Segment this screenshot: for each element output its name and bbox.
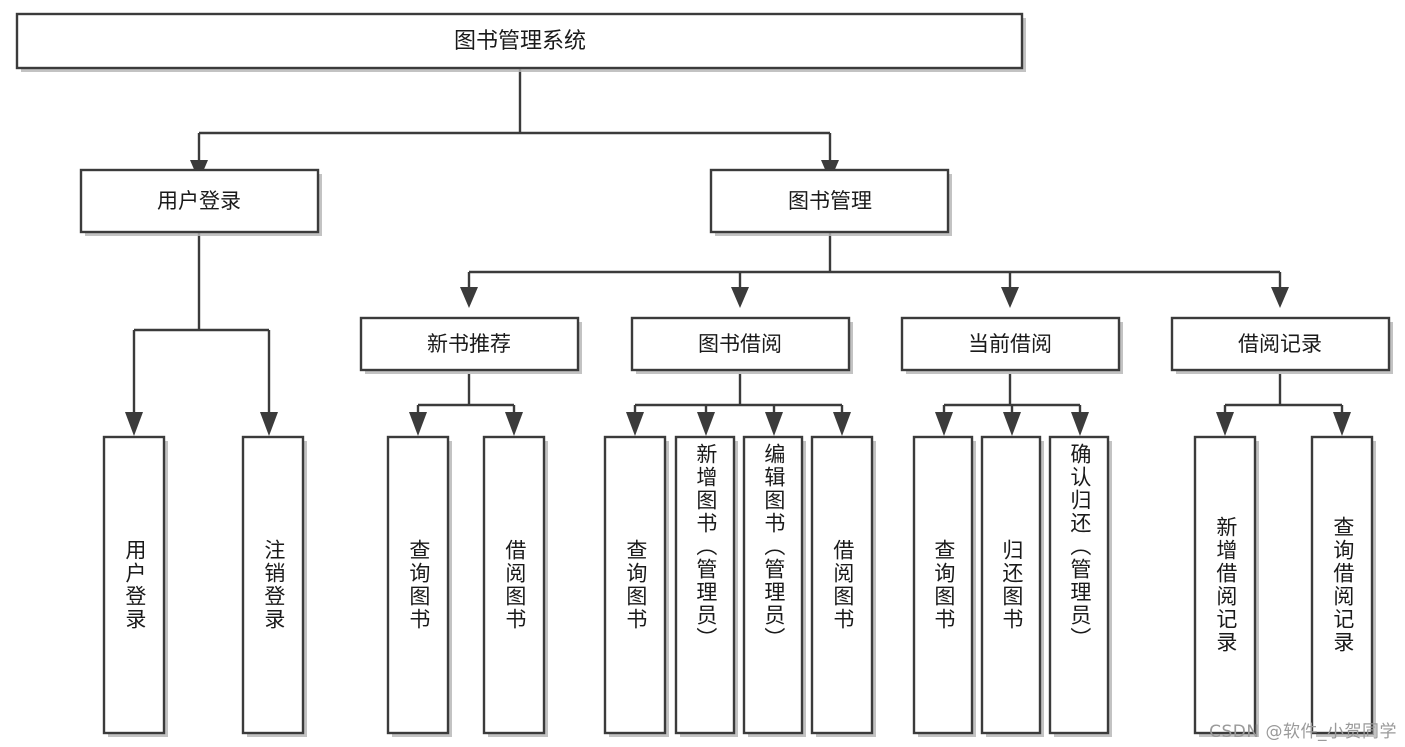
arrow-to-leaf-user-logout: [260, 412, 278, 436]
leaf-current-confirm-return-box: [1048, 435, 1110, 735]
node-root[interactable]: 图书管理系统: [15, 12, 1026, 72]
arrow-current-borrow-child-3: [1071, 412, 1089, 436]
arrow-borrow-record-child-1: [1216, 412, 1234, 436]
leaf-node-borrow-add-book[interactable]: [674, 435, 738, 737]
node-user-login[interactable]: 用户登录: [79, 168, 322, 236]
arrow-book-borrow-child-1: [626, 412, 644, 436]
leaf-borrow-borrow-book-box: [810, 435, 874, 735]
node-root-box: [15, 12, 1024, 70]
arrow-book-borrow-child-3: [765, 412, 783, 436]
node-current-borrow-box: [900, 316, 1121, 372]
leaf-recommend-query-book-box: [386, 435, 450, 735]
leaf-node-current-return-book[interactable]: [980, 435, 1044, 737]
node-current-borrow[interactable]: 当前借阅: [900, 316, 1123, 374]
leaf-user-logout-box: [241, 435, 305, 735]
arrow-book-borrow-child-4: [833, 412, 851, 436]
leaf-node-user-logout[interactable]: [241, 435, 307, 737]
leaf-current-return-book-box: [980, 435, 1042, 735]
leaf-user-login-box: [102, 435, 166, 735]
arrow-to-current-borrow: [1001, 287, 1019, 308]
arrowheads-layer: [125, 160, 1351, 436]
leaf-node-user-login[interactable]: [102, 435, 168, 737]
node-new-book-recommend[interactable]: 新书推荐: [359, 316, 582, 374]
node-borrow-record-box: [1170, 316, 1391, 372]
node-book-borrow[interactable]: 图书借阅: [630, 316, 853, 374]
node-user-login-label: 用户登录: [157, 189, 241, 213]
arrow-new-book-child-2: [505, 412, 523, 436]
arrow-to-new-book: [460, 287, 478, 308]
node-new-book-recommend-label: 新书推荐: [427, 332, 511, 356]
arrow-current-borrow-child-1: [935, 412, 953, 436]
node-book-manage-label: 图书管理: [788, 189, 872, 213]
leaf-record-query-box: [1310, 435, 1374, 735]
leaf-node-current-confirm-return[interactable]: [1048, 435, 1112, 737]
leaf-node-borrow-edit-book[interactable]: [742, 435, 806, 737]
arrow-to-leaf-user-login: [125, 412, 143, 436]
node-book-borrow-box: [630, 316, 851, 372]
leaf-node-borrow-borrow-book[interactable]: [810, 435, 876, 737]
node-user-login-box: [79, 168, 320, 234]
arrow-to-borrow-record: [1271, 287, 1289, 308]
leaf-node-current-query-book[interactable]: [912, 435, 976, 737]
csdn-watermark: CSDN @软件_小贺同学: [1209, 722, 1397, 742]
node-borrow-record[interactable]: 借阅记录: [1170, 316, 1393, 374]
node-new-book-recommend-box: [359, 316, 580, 372]
leaf-record-add-box: [1193, 435, 1257, 735]
leaf-borrow-edit-book-box: [742, 435, 804, 735]
leaf-node-borrow-query-book[interactable]: [603, 435, 669, 737]
leaf-borrow-add-book-box: [674, 435, 736, 735]
node-current-borrow-label: 当前借阅: [968, 332, 1052, 356]
arrow-current-borrow-child-2: [1003, 412, 1021, 436]
arrow-borrow-record-child-2: [1333, 412, 1351, 436]
node-root-label: 图书管理系统: [454, 29, 586, 54]
leaf-boxes-layer: [102, 435, 1376, 737]
leaf-node-record-add[interactable]: [1193, 435, 1259, 737]
arrow-new-book-child-1: [409, 412, 427, 436]
node-book-borrow-label: 图书借阅: [698, 332, 782, 356]
node-book-manage-box: [709, 168, 950, 234]
leaf-borrow-query-book-box: [603, 435, 667, 735]
leaf-current-query-book-box: [912, 435, 974, 735]
leaf-node-recommend-query-book[interactable]: [386, 435, 452, 737]
node-borrow-record-label: 借阅记录: [1238, 332, 1322, 356]
node-book-manage[interactable]: 图书管理: [709, 168, 952, 236]
arrow-book-borrow-child-2: [697, 412, 715, 436]
leaf-node-recommend-borrow-book[interactable]: [482, 435, 548, 737]
arrow-to-book-borrow: [731, 287, 749, 308]
leaf-node-record-query[interactable]: [1310, 435, 1376, 737]
leaf-recommend-borrow-book-box: [482, 435, 546, 735]
